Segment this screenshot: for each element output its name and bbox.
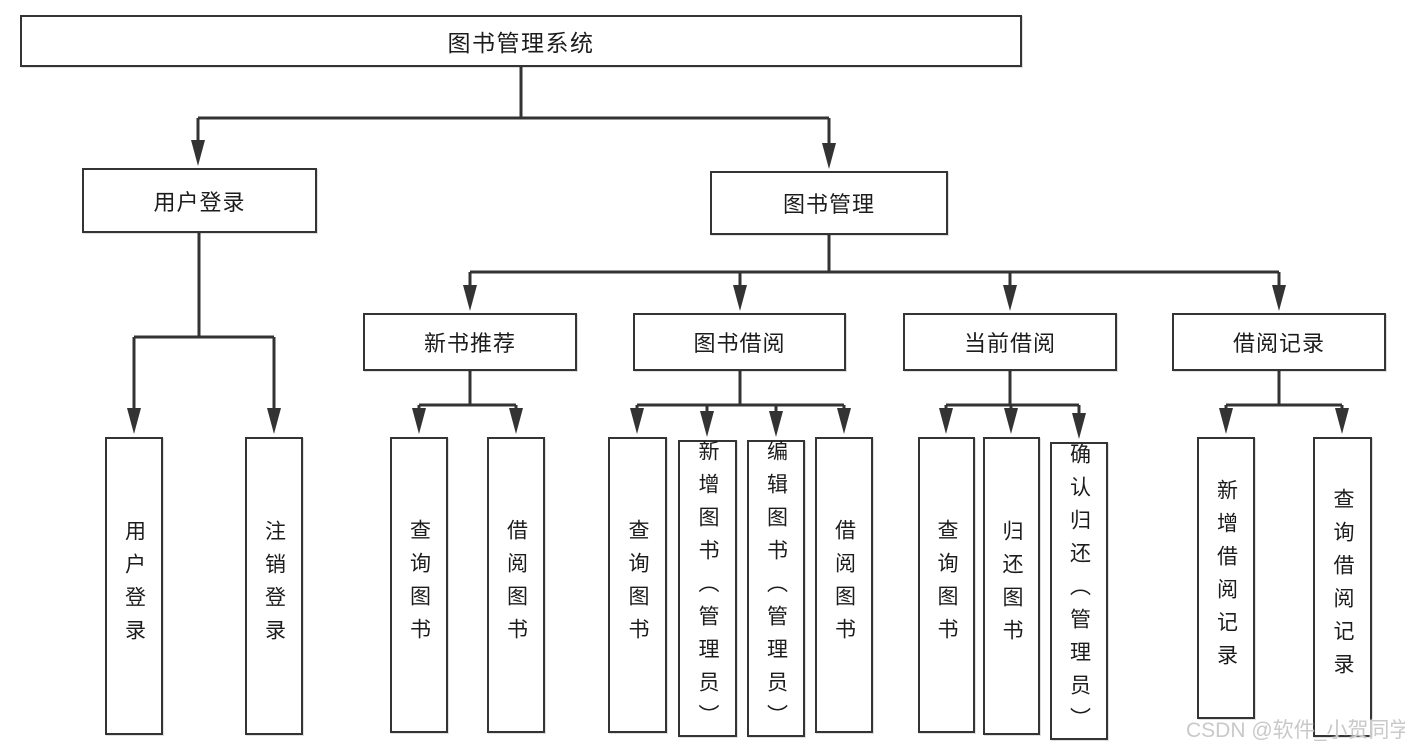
node-label: 当前借阅 [963,331,1056,356]
node-label: 新书推荐 [423,331,516,356]
node-label: 用户登录 [153,189,246,215]
arrowhead-icon [412,408,426,434]
arrowhead-icon [1335,408,1349,434]
leaf-add-borrow-record: 新增借阅记录 [1197,437,1255,719]
arrowheads [127,140,1349,439]
arrowhead-icon [733,285,747,311]
arrowhead-icon [700,411,714,437]
leaf-query-books-recommend: 查询图书 [390,437,448,733]
node-label: 注销登录 [262,520,286,652]
csdn-watermark: CSDN @软件_小贺同学 [1186,719,1405,742]
connector-newbook-to-leaves [417,371,518,409]
connector-records-to-leaves [1224,371,1344,409]
node-current-borrowing: 当前借阅 [903,313,1117,371]
arrowhead-icon [1272,285,1286,311]
leaf-add-books-admin: 新增图书（管理员） [678,440,737,737]
leaf-confirm-return-admin: 确认归还（管理员） [1050,442,1108,740]
arrowhead-icon [630,408,644,434]
leaf-query-borrow-records: 查询借阅记录 [1313,437,1372,737]
arrowhead-icon [509,408,523,434]
node-label: 借阅记录 [1232,331,1325,356]
leaf-query-books-current: 查询图书 [918,437,975,733]
node-label: 编辑图书（管理员） [764,440,788,737]
node-label: 图书借阅 [693,331,786,356]
arrowhead-icon [127,408,141,434]
node-label: 借阅图书 [832,519,856,651]
connector-borrow-to-leaves [635,371,846,412]
arrowhead-icon [837,408,851,434]
arrowhead-icon [1219,408,1233,434]
node-book-borrowing: 图书借阅 [633,313,846,371]
arrowhead-icon [191,140,205,166]
leaf-user-login: 用户登录 [105,437,163,735]
connector-current-to-leaves [944,371,1081,414]
arrowhead-icon [822,143,836,169]
arrowhead-icon [463,285,477,311]
node-label: 图书管理 [782,192,875,217]
arrowhead-icon [939,408,953,434]
leaf-borrow-books: 借阅图书 [815,437,873,733]
arrowhead-icon [1004,408,1018,434]
leaf-logout: 注销登录 [245,437,303,735]
connector-user-to-leaves [132,233,276,409]
node-label: 新增借阅记录 [1214,479,1238,677]
node-label: 确认归还（管理员） [1067,442,1091,740]
node-label: 图书管理系统 [447,30,595,56]
leaf-borrow-books-recommend: 借阅图书 [487,437,545,733]
node-label: 查询借阅记录 [1331,488,1354,686]
arrowhead-icon [769,411,783,437]
node-label: 查询图书 [407,519,431,651]
node-label: 新增图书（管理员） [696,440,719,737]
leaf-query-books-borrowing: 查询图书 [608,437,667,733]
node-label: 查询图书 [626,519,649,651]
leaf-return-books: 归还图书 [983,437,1040,735]
node-user-login: 用户登录 [82,168,317,233]
arrowhead-icon [1072,413,1086,439]
node-label: 查询图书 [935,519,958,651]
node-label: 借阅图书 [504,519,528,651]
node-new-book-recommendation: 新书推荐 [363,313,577,371]
node-label: 归还图书 [1000,520,1023,652]
arrowhead-icon [267,408,281,434]
arrowhead-icon [1003,285,1017,311]
leaf-edit-books-admin: 编辑图书（管理员） [747,440,805,737]
node-label: 用户登录 [122,520,146,652]
node-library-management-system: 图书管理系统 [20,15,1022,67]
connector-mgmt-to-sections [468,235,1281,286]
node-borrowing-records: 借阅记录 [1172,313,1386,371]
connector-root-to-level2 [196,67,831,144]
node-book-management: 图书管理 [710,171,948,235]
